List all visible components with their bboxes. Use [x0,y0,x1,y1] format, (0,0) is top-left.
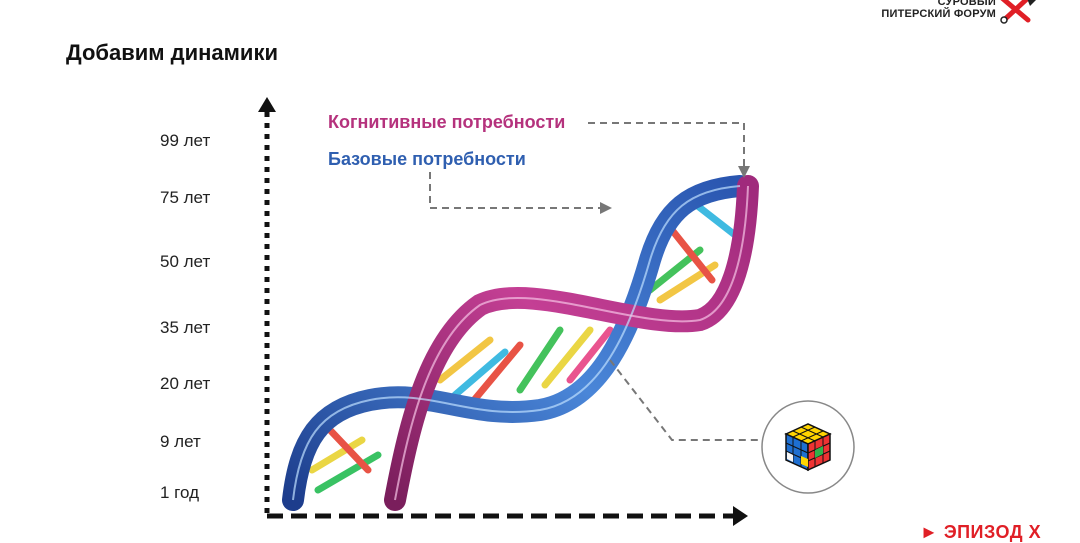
y-label-50: 50 лет [160,252,211,271]
y-axis [258,97,276,516]
cognitive-pointer [588,122,750,178]
logo-tools-icon [1000,0,1036,24]
y-label-75: 75 лет [160,188,211,207]
legend-basic: Базовые потребности [328,149,526,169]
y-label-99: 99 лет [160,131,211,150]
y-label-20: 20 лет [160,374,211,393]
slide-title: Добавим динамики [66,40,278,65]
y-label-9: 9 лет [160,432,201,451]
x-axis [267,506,748,526]
y-axis-arrow-icon [258,97,276,112]
basic-pointer [429,172,612,214]
basic-needs-strand [282,175,751,511]
forum-logo: СУРОВЫЙ ПИТЕРСКИЙ ФОРУМ [880,0,1080,28]
dna-base-pairs [308,196,739,494]
y-label-1: 1 год [160,483,200,502]
legend-cognitive: Когнитивные потребности [328,112,566,132]
episode-label: ► ЭПИЗОД Х [920,522,1042,542]
cognitive-needs-strand [384,175,759,511]
cube-pointer [609,359,760,441]
logo-line-2: ПИТЕРСКИЙ ФОРУМ [881,8,996,20]
logo-text: СУРОВЫЙ ПИТЕРСКИЙ ФОРУМ [881,0,996,20]
y-label-35: 35 лет [160,318,211,337]
logo-line-1: СУРОВЫЙ [937,0,996,8]
dna-helix-image [282,175,759,511]
rubiks-cube-icon [761,400,855,494]
x-axis-arrow-icon [733,506,748,526]
